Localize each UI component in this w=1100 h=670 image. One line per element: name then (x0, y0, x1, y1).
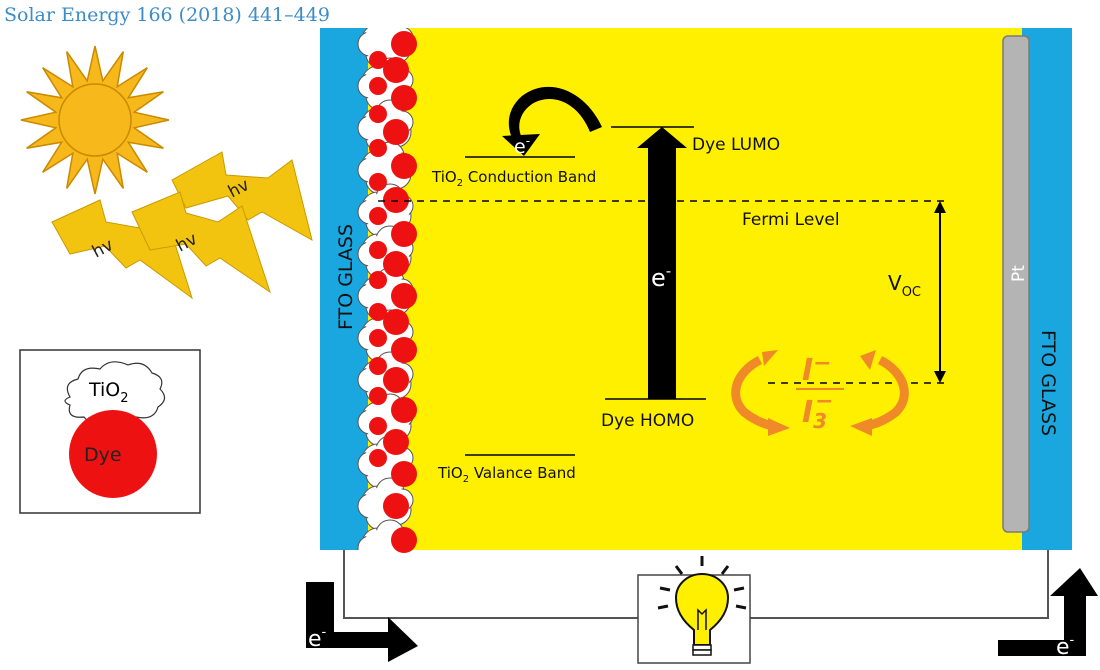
dye-molecule (383, 187, 409, 213)
dye-homo-label: Dye HOMO (601, 411, 694, 431)
dye-molecule (369, 271, 387, 289)
legend-tio2-sub: 2 (120, 391, 128, 406)
dye-molecule (383, 309, 409, 335)
lightbulb-icon (657, 556, 747, 656)
dye-molecule (383, 119, 409, 145)
dye-molecule (369, 51, 387, 69)
svg-text:TiO2: TiO2 (88, 379, 129, 406)
voc-label: VOC (888, 271, 921, 300)
fto-left-label: FTO GLASS (335, 224, 357, 330)
dye-molecule (369, 207, 387, 225)
pt-label: Pt (1009, 265, 1029, 282)
lightning-icon (51, 151, 313, 300)
dye-molecule (383, 493, 409, 519)
dye-molecule (391, 461, 417, 487)
electron-out-arrow-icon (306, 582, 418, 662)
fto-right-label: FTO GLASS (1037, 330, 1059, 436)
dye-molecule (391, 283, 417, 309)
iodide-label: I− (802, 351, 832, 388)
injected-electron-label: e- (514, 134, 530, 158)
dye-molecule (391, 153, 417, 179)
dye-molecule (391, 31, 417, 57)
dye-molecule (369, 241, 387, 259)
dye-molecule (369, 77, 387, 95)
redox-cycle-icon (731, 350, 909, 436)
dye-molecule (369, 449, 387, 467)
electron-in-label: e- (1056, 633, 1075, 660)
dye-molecule (369, 173, 387, 191)
legend: TiO2 Dye (19, 349, 201, 514)
dye-molecule (391, 85, 417, 111)
voc-arrow-icon (934, 201, 946, 383)
excitation-arrow-icon (637, 127, 687, 399)
dye-molecule (369, 387, 387, 405)
dye-molecule (391, 221, 417, 247)
dye-molecule (369, 303, 387, 321)
dye-lumo-label: Dye LUMO (692, 135, 780, 155)
tio2-cb-label: TiO2 Conduction Band (431, 168, 596, 189)
dye-molecule (369, 417, 387, 435)
dye-molecule (369, 329, 387, 347)
dye-molecule (383, 57, 409, 83)
dye-layer (369, 31, 417, 553)
dye-molecule (369, 357, 387, 375)
electron-in-arrow-icon (998, 568, 1098, 656)
dye-molecule (369, 139, 387, 157)
dye-molecule (391, 397, 417, 423)
triiodide-label: I3− (802, 389, 834, 433)
injection-arrow-icon (502, 86, 602, 156)
dye-molecule (369, 105, 387, 123)
dye-molecule (383, 251, 409, 277)
fermi-level-label: Fermi Level (742, 210, 840, 230)
pt-electrode (1002, 35, 1030, 533)
fto-glass-right (1022, 28, 1072, 550)
solar-cell: FTO GLASS FTO GLASS Pt (320, 28, 1072, 553)
dye-legend-circle (69, 410, 157, 498)
citation-header: Solar Energy 166 (2018) 441–449 (4, 4, 330, 26)
dye-molecule (391, 337, 417, 363)
legend-tio2-label: TiO (88, 379, 120, 401)
electron-out-label: e- (308, 625, 327, 652)
dye-molecule (391, 527, 417, 553)
energy-levels: Dye LUMO Dye HOMO TiO2 Conduction Band T… (378, 126, 948, 485)
dye-molecule (383, 429, 409, 455)
excited-electron-label: e- (651, 262, 671, 292)
dye-molecule (383, 367, 409, 393)
tio2-legend-cloud (64, 361, 166, 425)
sun-icon (20, 45, 170, 195)
legend-dye-label: Dye (84, 444, 122, 466)
tio2-vb-label: TiO2 Valance Band (437, 464, 576, 485)
